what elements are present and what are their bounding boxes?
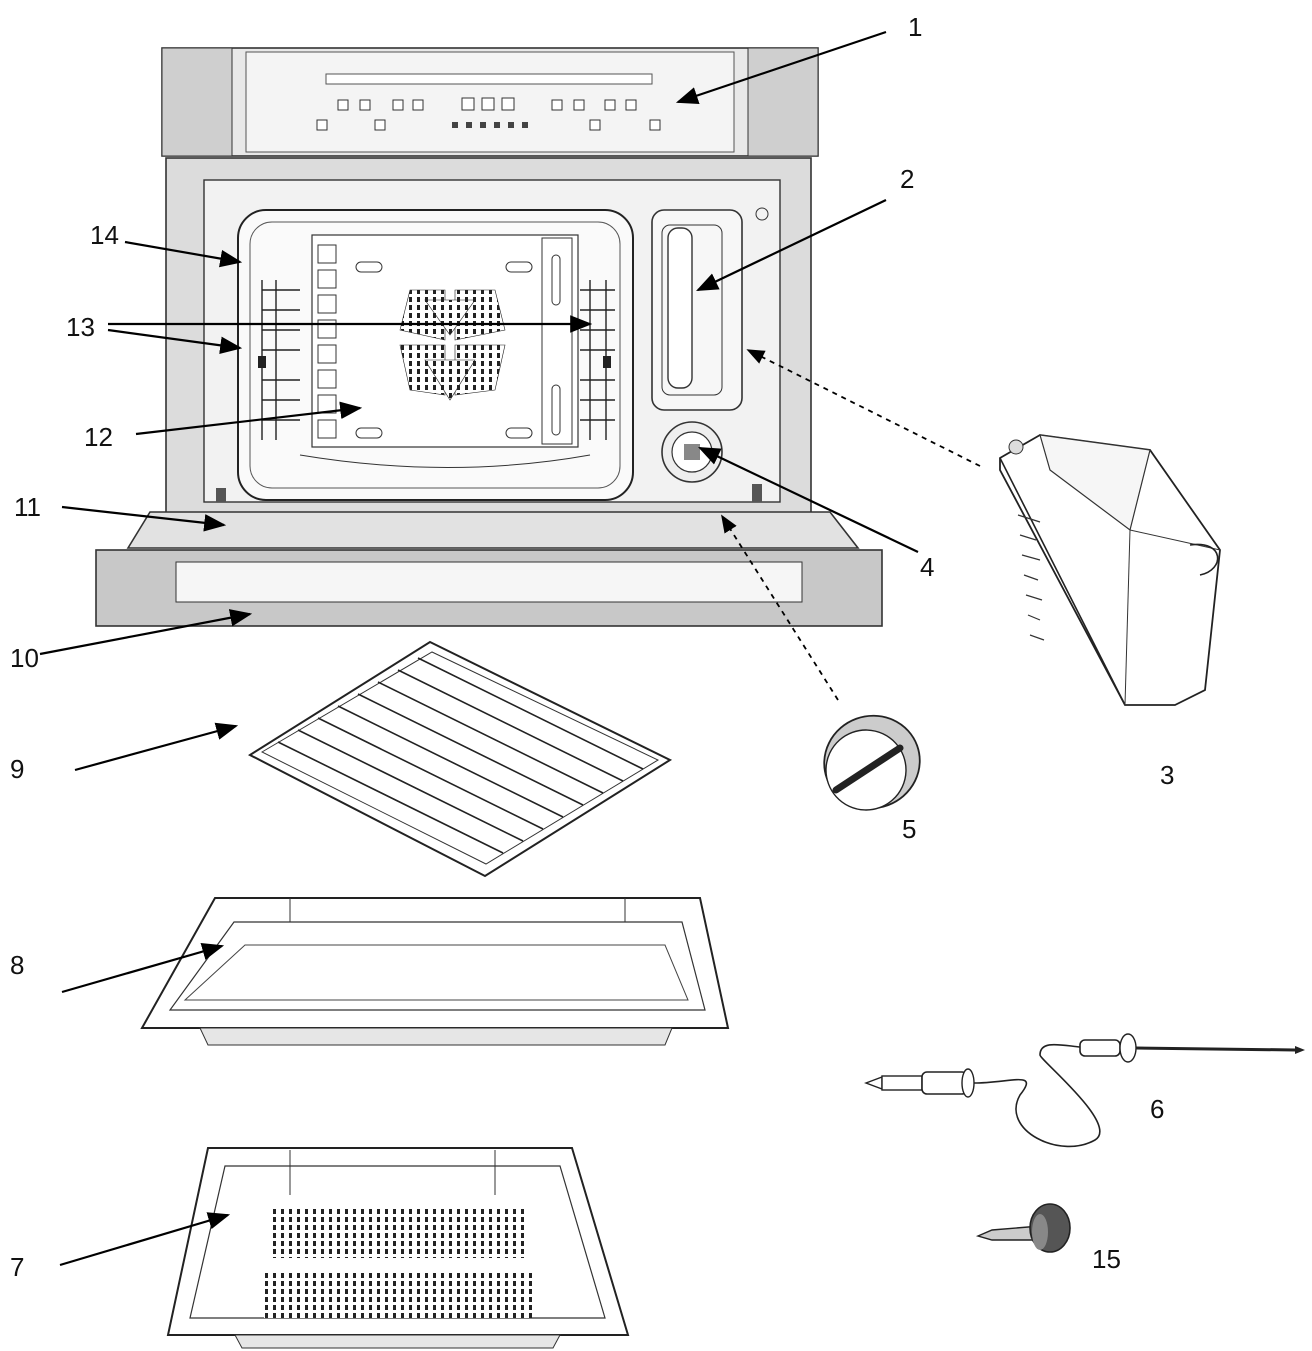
fan-perforations	[399, 289, 506, 401]
fan-cover	[311, 234, 579, 448]
water-tank	[999, 434, 1221, 706]
callout-13: 13	[66, 312, 95, 342]
perforated-tray	[166, 1147, 630, 1349]
control-buttons	[316, 97, 661, 131]
callout-2: 2	[900, 164, 915, 194]
callout-8: 8	[10, 950, 25, 980]
callout-3: 3	[1160, 760, 1175, 790]
knob-screw	[975, 1203, 1071, 1253]
callout-11: 11	[14, 492, 41, 522]
drain-plug	[823, 714, 921, 811]
callout-1: 1	[908, 12, 923, 42]
baking-tray	[140, 897, 730, 1046]
meat-probe	[864, 1033, 1305, 1148]
oven-body	[95, 47, 883, 627]
wire-rack	[247, 640, 673, 878]
callout-5: 5	[902, 814, 917, 844]
callout-6: 6	[1150, 1094, 1165, 1124]
callout-10: 10	[10, 643, 39, 673]
callout-15: 15	[1092, 1244, 1121, 1274]
callout-12: 12	[84, 422, 113, 452]
display-strip	[325, 73, 653, 85]
cavity-ledge	[126, 511, 860, 549]
callout-14: 14	[90, 220, 119, 250]
callout-9: 9	[10, 754, 25, 784]
leader-lines	[39, 30, 981, 1267]
callout-4: 4	[920, 552, 935, 582]
water-tank-slot	[651, 209, 743, 411]
callout-7: 7	[10, 1252, 25, 1282]
